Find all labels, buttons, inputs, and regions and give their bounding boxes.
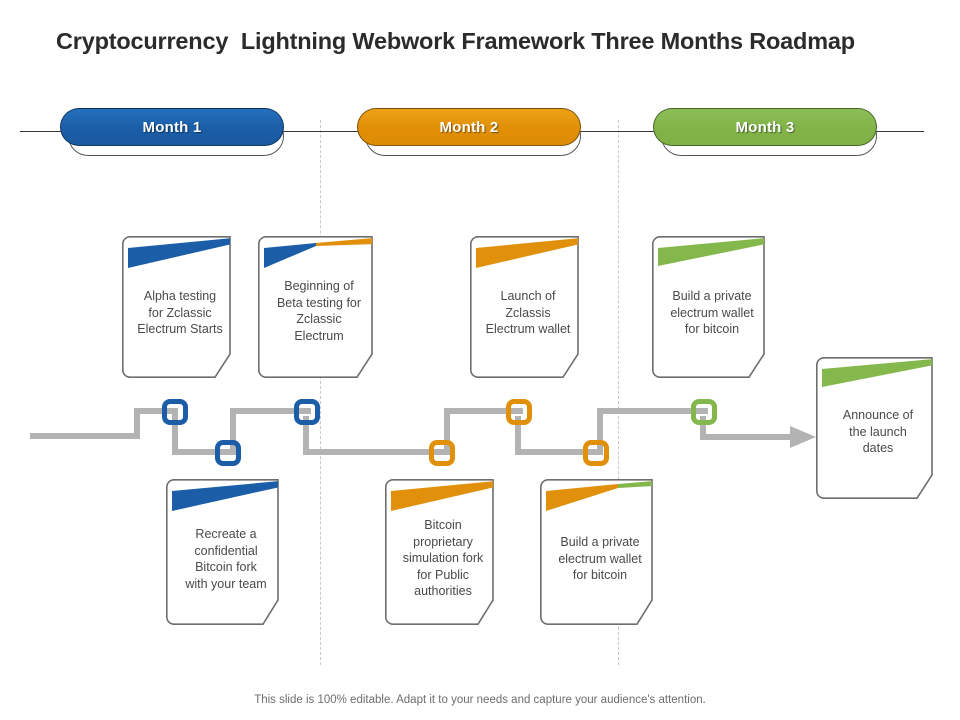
- connector-marker-7[interactable]: [691, 399, 717, 425]
- milestone-card-top-4[interactable]: Build a private electrum wallet for bitc…: [652, 236, 772, 378]
- connector-segment-6: [515, 416, 600, 455]
- milestone-card-bottom-1-text: Recreate a confidential Bitcoin fork wit…: [185, 527, 267, 591]
- timeline-rule-mid-1: [283, 131, 365, 132]
- month-pill-1-label: Month 1: [142, 118, 202, 136]
- connector-segment-2: [172, 414, 233, 455]
- milestone-card-top-1[interactable]: Alpha testing for Zclassic Electrum Star…: [122, 236, 238, 378]
- card-shape: [470, 236, 579, 378]
- card-shape: [816, 357, 933, 499]
- connector-segment-4: [303, 416, 447, 455]
- month-pill-1-body: Month 1: [60, 108, 284, 146]
- month-divider-2: [618, 120, 619, 665]
- milestone-card-top-3[interactable]: Launch of Zclassis Electrum wallet: [470, 236, 586, 378]
- ribbon-orange-green: [546, 481, 652, 511]
- connector-arrowhead: [790, 426, 816, 448]
- milestone-card-top-2[interactable]: Beginning of Beta testing for Zclassic E…: [258, 236, 380, 378]
- month-pill-2-label: Month 2: [439, 118, 499, 136]
- connector-segment-3: [228, 408, 311, 455]
- card-shape: [385, 479, 494, 625]
- slide-footer-note: This slide is 100% editable. Adapt it to…: [254, 694, 706, 706]
- card-shape: [166, 479, 279, 625]
- milestone-card-final[interactable]: Announce of the launch dates: [816, 357, 940, 499]
- connector-marker-1[interactable]: [162, 399, 188, 425]
- milestone-card-final-text: Announce of the launch dates: [842, 408, 914, 455]
- milestone-card-bottom-2[interactable]: Bitcoin proprietary simulation fork for …: [385, 479, 501, 625]
- timeline-rule-left: [20, 131, 68, 132]
- ribbon-blue: [128, 238, 230, 268]
- connector-marker-6[interactable]: [583, 440, 609, 466]
- milestone-card-bottom-3-text: Build a private electrum wallet for bitc…: [558, 535, 642, 582]
- ribbon-green: [822, 359, 932, 387]
- card-shape: [540, 479, 653, 625]
- connector-segment-7: [594, 408, 708, 455]
- connector-marker-5[interactable]: [506, 399, 532, 425]
- month-divider-1: [320, 120, 321, 665]
- timeline-rule-mid-2: [578, 131, 662, 132]
- timeline-rule-right: [872, 131, 924, 132]
- milestone-card-top-4-text: Build a private electrum wallet for bitc…: [670, 289, 754, 336]
- month-pill-2[interactable]: Month 2: [357, 108, 583, 156]
- month-pill-3-label: Month 3: [735, 118, 795, 136]
- milestone-card-bottom-3[interactable]: Build a private electrum wallet for bitc…: [540, 479, 660, 625]
- connector-marker-4[interactable]: [429, 440, 455, 466]
- month-pill-1[interactable]: Month 1: [60, 108, 286, 156]
- month-pill-3-body: Month 3: [653, 108, 877, 146]
- milestone-card-bottom-1[interactable]: Recreate a confidential Bitcoin fork wit…: [166, 479, 286, 625]
- ribbon-blue: [172, 481, 278, 511]
- ribbon-orange: [391, 481, 493, 511]
- month-pill-2-body: Month 2: [357, 108, 581, 146]
- card-shape: [122, 236, 231, 378]
- milestone-card-top-3-text: Launch of Zclassis Electrum wallet: [485, 289, 571, 336]
- card-shape: [652, 236, 765, 378]
- month-pill-3[interactable]: Month 3: [653, 108, 879, 156]
- milestone-card-top-1-text: Alpha testing for Zclassic Electrum Star…: [137, 289, 223, 336]
- card-shape: [258, 236, 373, 378]
- connector-marker-3[interactable]: [294, 399, 320, 425]
- ribbon-green: [658, 238, 764, 266]
- milestone-card-bottom-2-text: Bitcoin proprietary simulation fork for …: [402, 518, 484, 598]
- ribbon-blue-orange: [264, 238, 372, 268]
- connector-segment-1: [30, 408, 178, 439]
- page-title: Cryptocurrency Lightning Webwork Framewo…: [56, 28, 855, 54]
- connector-marker-2[interactable]: [215, 440, 241, 466]
- connector-segment-5: [441, 408, 523, 455]
- ribbon-orange: [476, 238, 578, 268]
- milestone-card-top-2-text: Beginning of Beta testing for Zclassic E…: [276, 279, 362, 343]
